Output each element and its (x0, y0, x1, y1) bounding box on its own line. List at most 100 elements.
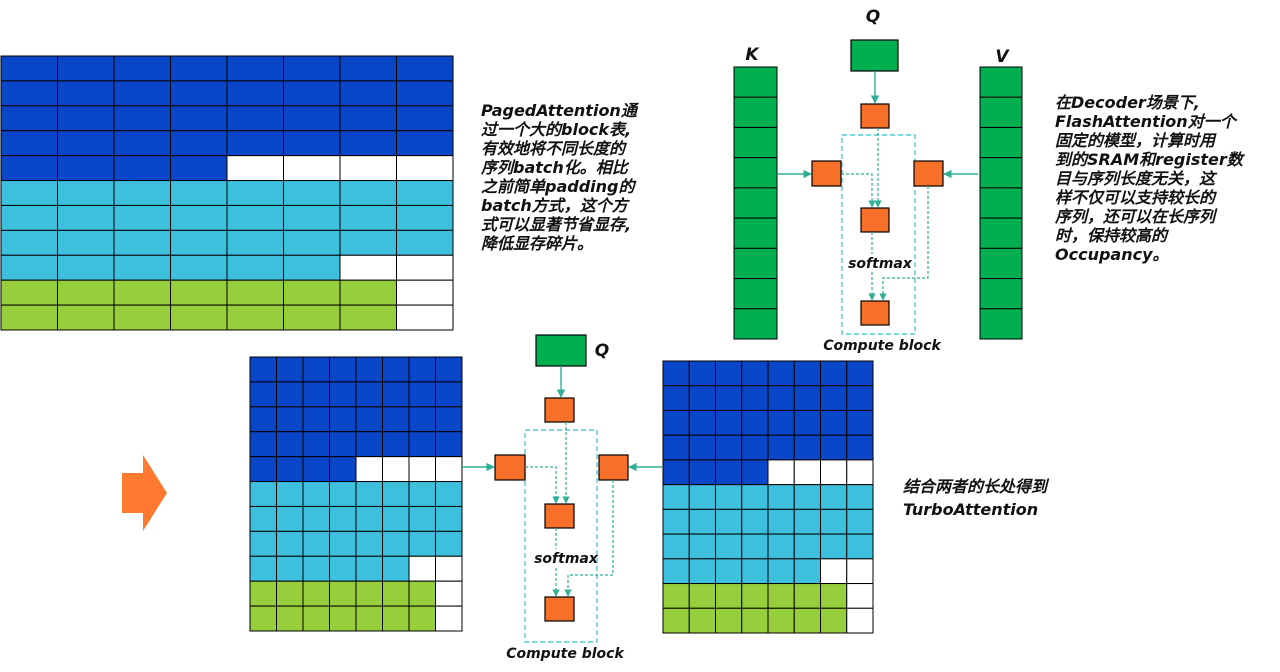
block-cell (283, 55, 341, 82)
block-cell (249, 481, 277, 507)
flash-k-column (733, 66, 778, 340)
block-cell (113, 254, 171, 281)
turbo-score-tile (544, 503, 575, 529)
column-cell (979, 126, 1023, 159)
column-cell (979, 278, 1023, 310)
block-cell (408, 605, 436, 632)
block-cell (302, 605, 330, 632)
block-cell (57, 304, 115, 331)
block-cell (408, 530, 436, 557)
block-cell (382, 406, 410, 433)
column-cell (979, 308, 1023, 340)
block-cell (226, 229, 284, 256)
turbo-q-box (535, 334, 587, 367)
block-cell (767, 484, 795, 510)
block-cell (741, 409, 769, 436)
block-cell (355, 530, 383, 557)
block-cell (355, 605, 383, 632)
block-cell (688, 558, 716, 585)
block-cell (382, 381, 410, 408)
block-cell (408, 381, 436, 408)
block-cell (741, 484, 769, 510)
block-cell (329, 580, 357, 607)
block-cell (276, 605, 304, 632)
block-cell (226, 55, 284, 82)
block-cell (715, 558, 743, 585)
block-cell (355, 456, 383, 483)
block-cell (382, 605, 410, 632)
block-cell (435, 555, 463, 582)
paged-block-table (0, 55, 454, 331)
block-cell (170, 155, 228, 182)
block-cell (113, 155, 171, 182)
flash-softmax-label: softmax (848, 256, 913, 272)
block-cell (793, 385, 821, 411)
block-cell (396, 180, 454, 206)
block-cell (355, 406, 383, 433)
block-cell (662, 484, 690, 510)
block-cell (846, 607, 874, 634)
block-cell (113, 80, 171, 107)
flash-output-tile (860, 300, 890, 326)
block-cell (283, 180, 341, 206)
block-cell (688, 434, 716, 461)
block-cell (226, 304, 284, 331)
flash-q-box (850, 39, 899, 72)
block-cell (408, 456, 436, 483)
block-cell (0, 279, 58, 306)
block-cell (339, 204, 397, 231)
block-cell (688, 484, 716, 510)
block-cell (408, 431, 436, 458)
block-cell (113, 105, 171, 132)
block-cell (396, 254, 454, 281)
block-cell (662, 385, 690, 411)
block-cell (846, 385, 874, 411)
block-cell (355, 505, 383, 532)
block-cell (355, 356, 383, 383)
turbo-left-block-table (249, 356, 463, 632)
block-cell (846, 360, 874, 387)
block-cell (688, 533, 716, 560)
turbo-softmax-bg (534, 549, 594, 567)
flash-q-tile (860, 103, 890, 129)
block-cell (382, 505, 410, 532)
block-cell (329, 555, 357, 582)
block-cell (662, 558, 690, 585)
block-cell (302, 580, 330, 607)
block-cell (339, 254, 397, 281)
block-cell (113, 229, 171, 256)
turbo-k-tile (494, 454, 526, 481)
block-cell (249, 605, 277, 632)
block-cell (57, 130, 115, 157)
block-cell (435, 406, 463, 433)
block-cell (249, 381, 277, 408)
block-cell (276, 505, 304, 532)
block-cell (741, 558, 769, 585)
block-cell (226, 204, 284, 231)
block-cell (226, 130, 284, 157)
block-cell (302, 431, 330, 458)
right-arrow-icon (122, 455, 167, 531)
block-cell (435, 356, 463, 383)
block-cell (435, 580, 463, 607)
block-cell (408, 505, 436, 532)
block-cell (339, 105, 397, 132)
block-cell (382, 555, 410, 582)
block-cell (339, 304, 397, 331)
flash-v-column (979, 66, 1023, 340)
block-cell (382, 456, 410, 483)
block-cell (688, 583, 716, 609)
block-cell (793, 583, 821, 609)
block-cell (329, 406, 357, 433)
block-cell (741, 385, 769, 411)
column-cell (733, 247, 778, 280)
block-cell (715, 385, 743, 411)
block-cell (662, 459, 690, 486)
block-cell (767, 434, 795, 461)
turbo-right-block-table (662, 360, 874, 634)
block-cell (226, 155, 284, 182)
block-cell (249, 505, 277, 532)
turbo-k-to-score-arrow (525, 466, 560, 504)
column-cell (733, 308, 778, 340)
